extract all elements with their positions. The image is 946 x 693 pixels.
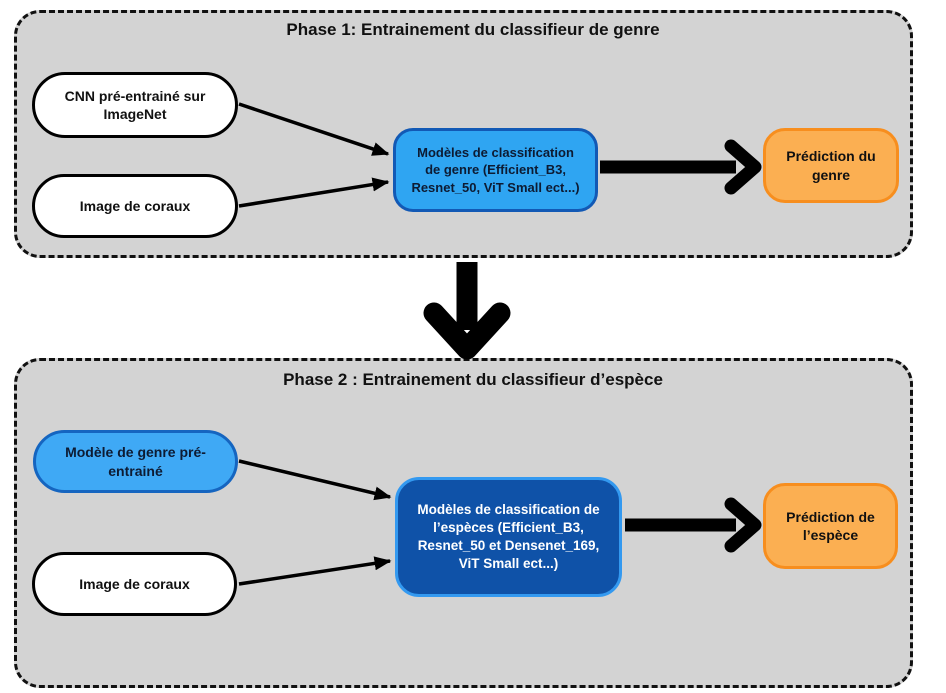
node-label-line: Prédiction de	[786, 508, 875, 525]
node-label-line: de genre (Efficient_B3,	[425, 162, 566, 178]
node-label-line: genre	[811, 166, 851, 183]
node-label-line: ViT Small ect...)	[458, 555, 559, 571]
node-genre-prediction: Prédiction du genre	[763, 128, 899, 203]
node-label-line: ImageNet	[103, 106, 167, 122]
node-cnn-pretrained: CNN pré-entrainé sur ImageNet	[32, 72, 238, 138]
node-image-coraux-phase2: Image de coraux	[32, 552, 237, 616]
node-label-line: Image de coraux	[79, 575, 190, 592]
node-label-line: Prédiction du	[786, 148, 876, 165]
node-label-line: l’espèce	[802, 527, 859, 543]
arrow-phase1-to-phase2	[423, 262, 511, 360]
node-label-line: CNN pré-entrainé sur	[64, 87, 206, 104]
node-image-coraux-phase1: Image de coraux	[32, 174, 238, 238]
node-label-line: Modèles de classification de	[417, 502, 600, 518]
node-genre-classifier: Modèles de classification de genre (Effi…	[393, 128, 598, 212]
node-label-line: Image de coraux	[79, 197, 191, 214]
node-label-line: Modèles de classification	[417, 145, 574, 161]
node-label-line: Modèle de genre pré-	[65, 444, 206, 461]
phase2-title: Phase 2 : Entrainement du classifieur d’…	[283, 370, 663, 389]
node-species-prediction: Prédiction de l’espèce	[763, 483, 898, 569]
node-species-classifier: Modèles de classification de l’espèces (…	[395, 477, 622, 597]
node-label-line: Resnet_50, ViT Small ect...)	[411, 179, 580, 195]
node-label-line: Resnet_50 et Densenet_169,	[417, 538, 600, 553]
phase1-title: Phase 1: Entrainement du classifieur de …	[286, 20, 660, 39]
node-pretrained-genre-model: Modèle de genre pré- entrainé	[33, 430, 238, 493]
node-label-line: entrainé	[108, 462, 163, 479]
node-label-line: l’espèces (Efficient_B3,	[433, 520, 584, 536]
